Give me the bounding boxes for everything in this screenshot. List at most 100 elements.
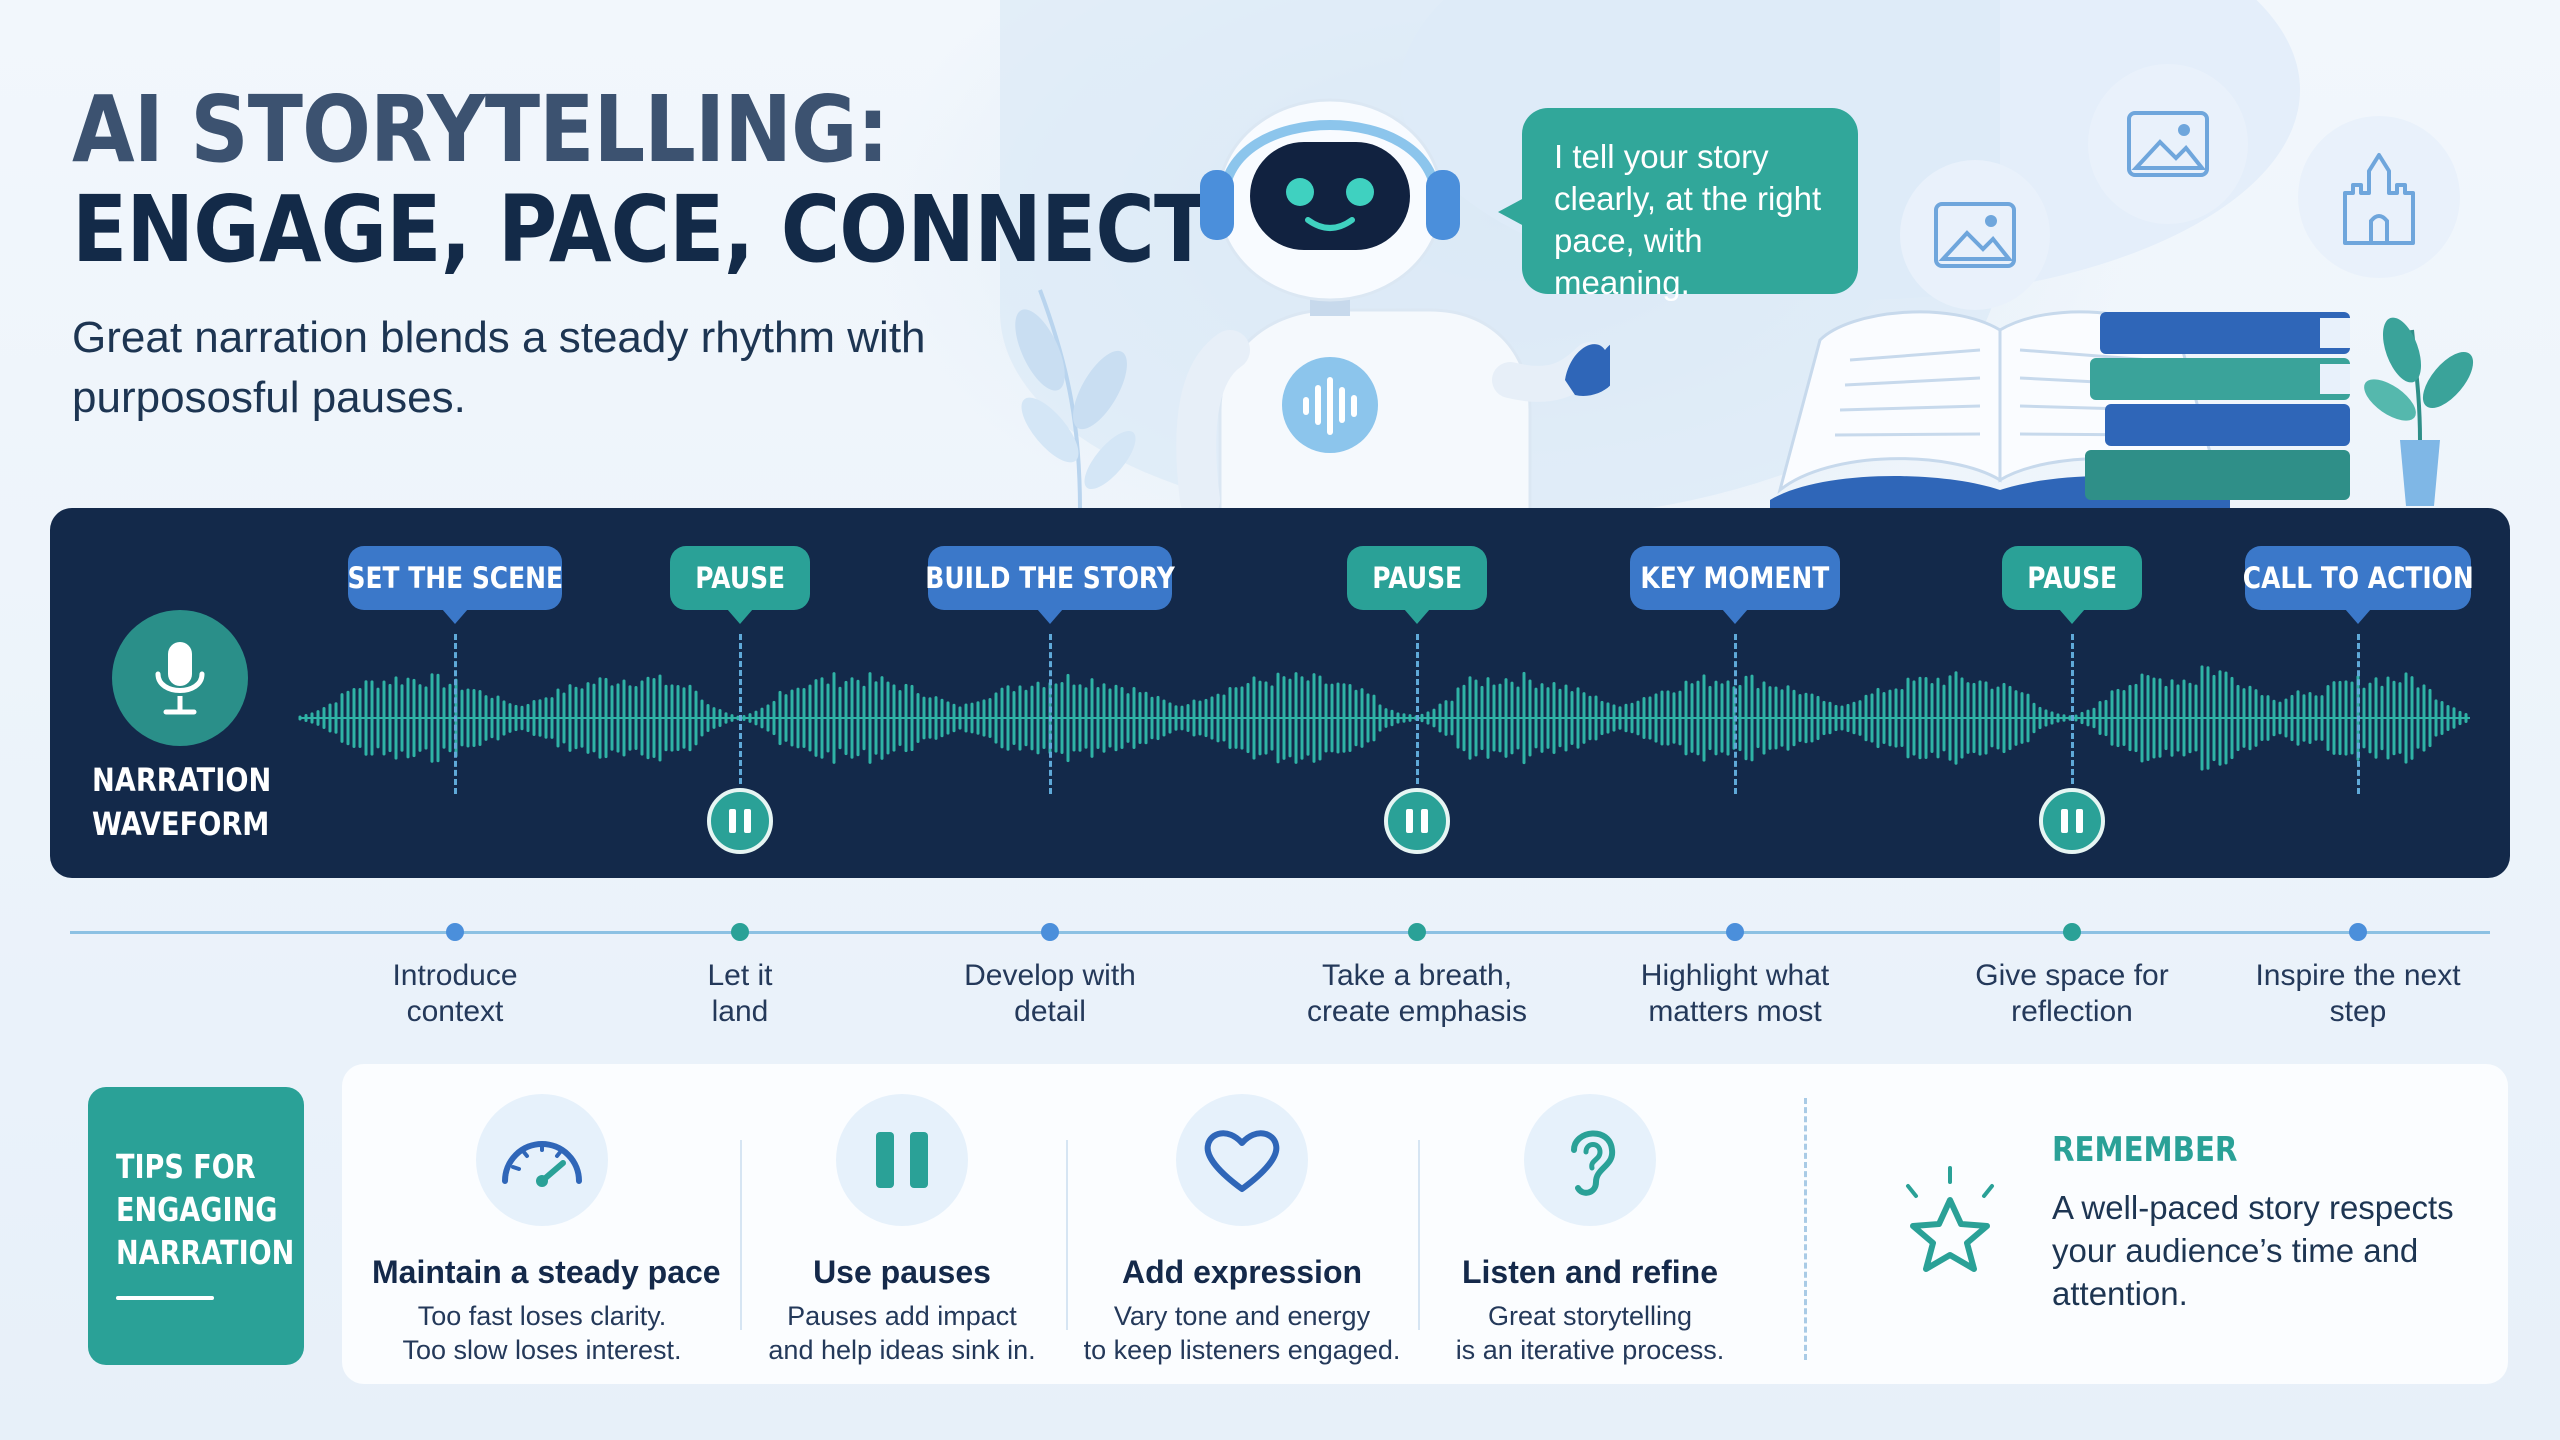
tip-body-line: and help ideas sink in. — [768, 1335, 1036, 1365]
ear-icon — [1524, 1094, 1656, 1226]
timeline-dot — [1408, 923, 1426, 941]
segment-label-7: CALL TO ACTION — [2242, 546, 2474, 624]
segment-guide-line — [739, 634, 742, 784]
image-icon — [2088, 64, 2248, 224]
tips-title-line-1: TIPS FOR — [116, 1147, 256, 1186]
tip-body-line: Vary tone and energy — [1113, 1301, 1371, 1331]
pause-marker-icon — [707, 788, 773, 854]
pause-icon — [836, 1094, 968, 1226]
segment-label-1: SET THE SCENE — [347, 546, 563, 624]
timeline-label-line: create emphasis — [1306, 995, 1528, 1028]
waveform-label: NARRATION WAVEFORM — [92, 758, 272, 846]
narration-waveform — [298, 665, 2470, 771]
timeline-dot — [446, 923, 464, 941]
segment-guide-line — [1416, 634, 1419, 784]
tip-heading: Listen and refine — [1461, 1254, 1719, 1290]
tip-body-line: is an iterative process. — [1455, 1335, 1725, 1365]
heart-icon — [1176, 1094, 1308, 1226]
segment-guide-line — [2071, 634, 2074, 784]
divider — [1066, 1140, 1068, 1330]
timeline-label-line: step — [2329, 995, 2387, 1028]
segment-label-4: PAUSE — [1347, 546, 1487, 624]
segment-guide-line — [1049, 634, 1052, 794]
tip-body-line: Pauses add impact — [787, 1301, 1017, 1331]
tips-card: Maintain a steady pace Too fast loses cl… — [342, 1064, 2508, 1384]
tip-add-expression: Add expression Vary tone and energy to k… — [1072, 1064, 1412, 1367]
timeline-dot — [2349, 923, 2367, 941]
waveform-panel: NARRATION WAVEFORM SET THE SCENE PAUSE BUI… — [50, 508, 2510, 878]
timeline-label-line: Take a breath, — [1321, 959, 1513, 992]
timeline-dot — [1726, 923, 1744, 941]
tip-steady-pace: Maintain a steady pace Too fast loses cl… — [372, 1064, 721, 1367]
timeline-label-line: Give space for — [1975, 959, 2169, 992]
tip-heading: Add expression — [1121, 1254, 1363, 1290]
timeline-label-line: Inspire the next — [2255, 959, 2461, 992]
segment-label-text: CALL TO ACTION — [2242, 561, 2474, 595]
segment-label-6: PAUSE — [2002, 546, 2142, 624]
segment-guide-line — [454, 634, 457, 794]
tip-heading: Use pauses — [813, 1254, 991, 1290]
timeline-dot — [2063, 923, 2081, 941]
star-icon — [1906, 1166, 1994, 1272]
tip-body-line: Too fast loses clarity. — [417, 1301, 667, 1331]
tip-heading: Maintain a steady pace — [372, 1254, 721, 1290]
timeline-label-line: context — [406, 995, 504, 1028]
segment-label-text: BUILD THE STORY — [925, 561, 1175, 595]
timeline-label-line: detail — [1014, 995, 1086, 1028]
timeline-label-line: matters most — [1648, 995, 1822, 1028]
timeline-dot — [1041, 923, 1059, 941]
segment-label-text: KEY MOMENT — [1640, 561, 1830, 595]
segment-label-5: KEY MOMENT — [1630, 546, 1840, 624]
tip-body-line: Too slow loses interest. — [402, 1335, 682, 1365]
plant-illustration — [2364, 317, 2474, 506]
remember-heading: REMEMBER — [2052, 1130, 2238, 1170]
speech-bubble: I tell your story clearly, at the right … — [1498, 108, 1858, 301]
pause-marker-icon — [1384, 788, 1450, 854]
leaves-illustration — [1015, 289, 1136, 510]
title-line-2: ENGAGE, PACE, CONNECT — [72, 176, 1209, 283]
timeline-label: Take a breath,create emphasis — [1257, 958, 1577, 1030]
divider — [740, 1140, 742, 1330]
page-title: AI STORYTELLING: ENGAGE, PACE, CONNECT — [72, 76, 1209, 283]
page-subtitle: Great narration blends a steady rhythm w… — [72, 313, 926, 422]
tip-body-line: to keep listeners engaged. — [1083, 1335, 1401, 1365]
waveform-label-line-2: WAVEFORM — [92, 805, 270, 843]
segment-label-text: PAUSE — [2027, 561, 2117, 595]
tips-title-line-2: ENGAGING — [116, 1190, 278, 1229]
tips-title-line-3: NARRATION — [116, 1233, 295, 1272]
waveform-label-line-1: NARRATION — [92, 761, 272, 799]
tips-title-card: TIPS FOR ENGAGING NARRATION — [88, 1087, 304, 1365]
timeline-line — [70, 931, 2490, 934]
books-illustration — [1770, 310, 2350, 510]
image-icon — [1900, 160, 2050, 310]
title-underline — [116, 1296, 214, 1300]
microphone-icon — [112, 610, 248, 746]
robot-illustration — [1176, 98, 1610, 520]
timeline-label-line: Highlight what — [1640, 959, 1830, 992]
tip-body-line: Great storytelling — [1487, 1301, 1693, 1331]
tip-use-pauses: Use pauses Pauses add impact and help id… — [732, 1064, 1072, 1367]
segment-guide-line — [2357, 634, 2360, 794]
speedometer-icon — [476, 1094, 608, 1226]
segment-label-text: PAUSE — [695, 561, 785, 595]
title-line-1: AI STORYTELLING: — [72, 76, 889, 183]
tip-listen-refine: Listen and refine Great storytelling is … — [1420, 1064, 1760, 1367]
segment-guide-line — [1734, 634, 1737, 794]
timeline-label-line: Let it — [707, 959, 773, 992]
timeline-label-line: land — [711, 995, 769, 1028]
segment-label-text: PAUSE — [1372, 561, 1462, 595]
remember-text: A well-paced story respects your audienc… — [2052, 1189, 2454, 1312]
segment-label-text: SET THE SCENE — [347, 561, 563, 595]
segment-label-3: BUILD THE STORY — [925, 546, 1175, 624]
timeline-label-line: reflection — [2011, 995, 2133, 1028]
castle-icon — [2298, 116, 2460, 278]
timeline-label-line: Develop with — [964, 959, 1136, 992]
timeline-dot — [731, 923, 749, 941]
divider — [1804, 1098, 1807, 1360]
